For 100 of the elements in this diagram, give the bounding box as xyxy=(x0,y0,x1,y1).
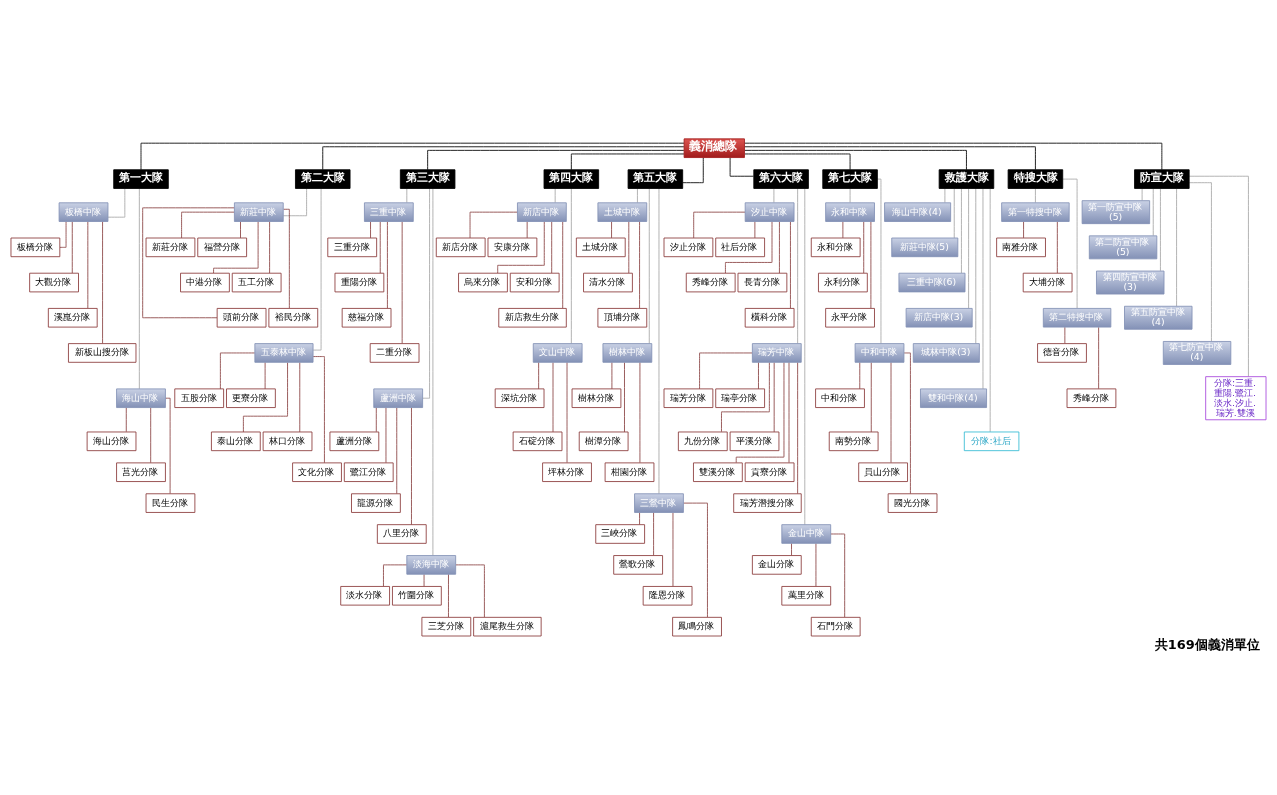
node-box: 淡海中隊 xyxy=(406,555,457,575)
node-box: 樹林分隊 xyxy=(571,388,622,408)
connector xyxy=(815,542,817,587)
node-box: 安和分隊 xyxy=(509,272,560,293)
connector xyxy=(1188,182,1212,342)
connector xyxy=(699,352,753,390)
connector xyxy=(890,361,892,463)
connector xyxy=(721,362,770,433)
connector xyxy=(448,573,449,618)
node-box: 文山中隊 xyxy=(532,343,583,363)
connector xyxy=(370,221,371,239)
node-box: 三鶯中隊 xyxy=(634,493,684,513)
connector xyxy=(682,157,704,184)
node-box: 五泰林中隊 xyxy=(254,343,314,363)
node-box: 分隊:社后 xyxy=(963,431,1020,452)
connector xyxy=(754,221,756,239)
node-box: 新店中隊(3) xyxy=(905,308,973,328)
node-box: 義消總隊 xyxy=(683,138,745,158)
node-box: 新店分隊 xyxy=(435,237,486,258)
node-box: 五工分隊 xyxy=(231,272,282,293)
node-box: 第二大隊 xyxy=(295,169,351,189)
node-box: 板橋分隊 xyxy=(10,237,61,258)
node-box: 三重分隊 xyxy=(327,237,378,258)
connector xyxy=(683,502,708,618)
connector xyxy=(59,221,67,248)
node-box: 烏來分隊 xyxy=(458,272,508,293)
connector xyxy=(299,362,301,433)
connector xyxy=(87,221,89,309)
node-box: 長青分隊 xyxy=(737,272,788,293)
node-box: 文化分隊 xyxy=(292,462,342,482)
connector xyxy=(791,543,792,556)
node-box: 三峽分隊 xyxy=(595,524,646,544)
connector xyxy=(982,188,984,390)
connector xyxy=(383,564,408,587)
connector xyxy=(322,146,685,170)
node-box: 貢寮分隊 xyxy=(744,462,795,482)
node-box: 瑞芳中隊 xyxy=(751,343,802,363)
connector xyxy=(961,188,962,274)
connector xyxy=(213,221,259,274)
node-box: 福營分隊 xyxy=(197,237,248,258)
node-box: 鷺江分隊 xyxy=(343,462,394,482)
connector xyxy=(735,361,785,463)
node-box: 土城分隊 xyxy=(575,237,626,258)
connector xyxy=(953,188,955,239)
node-box: 雙和中隊(4) xyxy=(920,388,987,408)
connector xyxy=(406,188,408,204)
node-box: 九份分隊 xyxy=(677,431,728,452)
connector xyxy=(975,188,977,344)
connector xyxy=(611,221,612,239)
node-box: 清水分隊 xyxy=(583,272,633,293)
connector xyxy=(165,397,171,495)
node-box: 雙溪分隊 xyxy=(693,462,743,482)
node-box: 龍源分隊 xyxy=(351,493,401,513)
connector xyxy=(107,188,126,218)
node-box: 第七大隊 xyxy=(822,169,878,189)
node-box: 土城中隊 xyxy=(597,202,648,222)
connector xyxy=(639,221,640,309)
node-box: 秀峰分隊 xyxy=(1066,388,1117,408)
node-box: 永平分隊 xyxy=(825,308,875,328)
connector xyxy=(779,221,780,274)
node-box: 頂埔分隊 xyxy=(597,308,648,328)
connector xyxy=(71,221,73,274)
connector xyxy=(870,221,872,309)
node-box: 秀峰分隊 xyxy=(685,272,736,293)
node-box: 中港分隊 xyxy=(180,272,230,293)
connector xyxy=(562,221,564,309)
node-box: 民生分隊 xyxy=(145,493,196,513)
node-box: 分隊:三重.重陽.鷺江.淡水.汐止.瑞芳.雙溪 xyxy=(1205,376,1267,421)
node-box: 石碇分隊 xyxy=(512,431,563,452)
node-box: 第四大隊 xyxy=(543,169,600,189)
node-box: 溪崑分隊 xyxy=(47,308,98,328)
connector xyxy=(283,208,290,309)
connector xyxy=(773,188,775,204)
connector xyxy=(830,533,846,618)
node-box: 汐止中隊 xyxy=(744,202,795,222)
connector xyxy=(269,221,271,274)
node-box: 泰山分隊 xyxy=(211,431,261,452)
connector xyxy=(570,188,572,344)
node-box: 第六大隊 xyxy=(753,169,809,189)
connector xyxy=(989,188,991,433)
node-box: 第五大隊 xyxy=(627,169,684,189)
node-box: 萬里分隊 xyxy=(781,586,832,606)
node-box: 金山中隊 xyxy=(781,524,832,544)
node-box: 更寮分隊 xyxy=(226,388,276,408)
node-box: 新板山搜分隊 xyxy=(68,343,137,363)
connector xyxy=(870,362,872,433)
connector xyxy=(102,221,103,344)
connector xyxy=(1098,326,1100,390)
node-box: 樹潭分隊 xyxy=(578,431,629,452)
node-box: 大埔分隊 xyxy=(1022,272,1073,293)
node-box: 瑞芳潛搜分隊 xyxy=(733,493,802,513)
node-box: 國光分隊 xyxy=(887,493,938,513)
connector xyxy=(526,221,528,239)
connector xyxy=(242,362,288,433)
node-box: 柑園分隊 xyxy=(604,462,655,482)
node-box: 滬尾救生分隊 xyxy=(473,616,542,637)
connector xyxy=(968,188,970,309)
node-box: 隆恩分隊 xyxy=(642,586,693,606)
node-box: 永利分隊 xyxy=(818,272,868,293)
connector xyxy=(552,362,554,433)
